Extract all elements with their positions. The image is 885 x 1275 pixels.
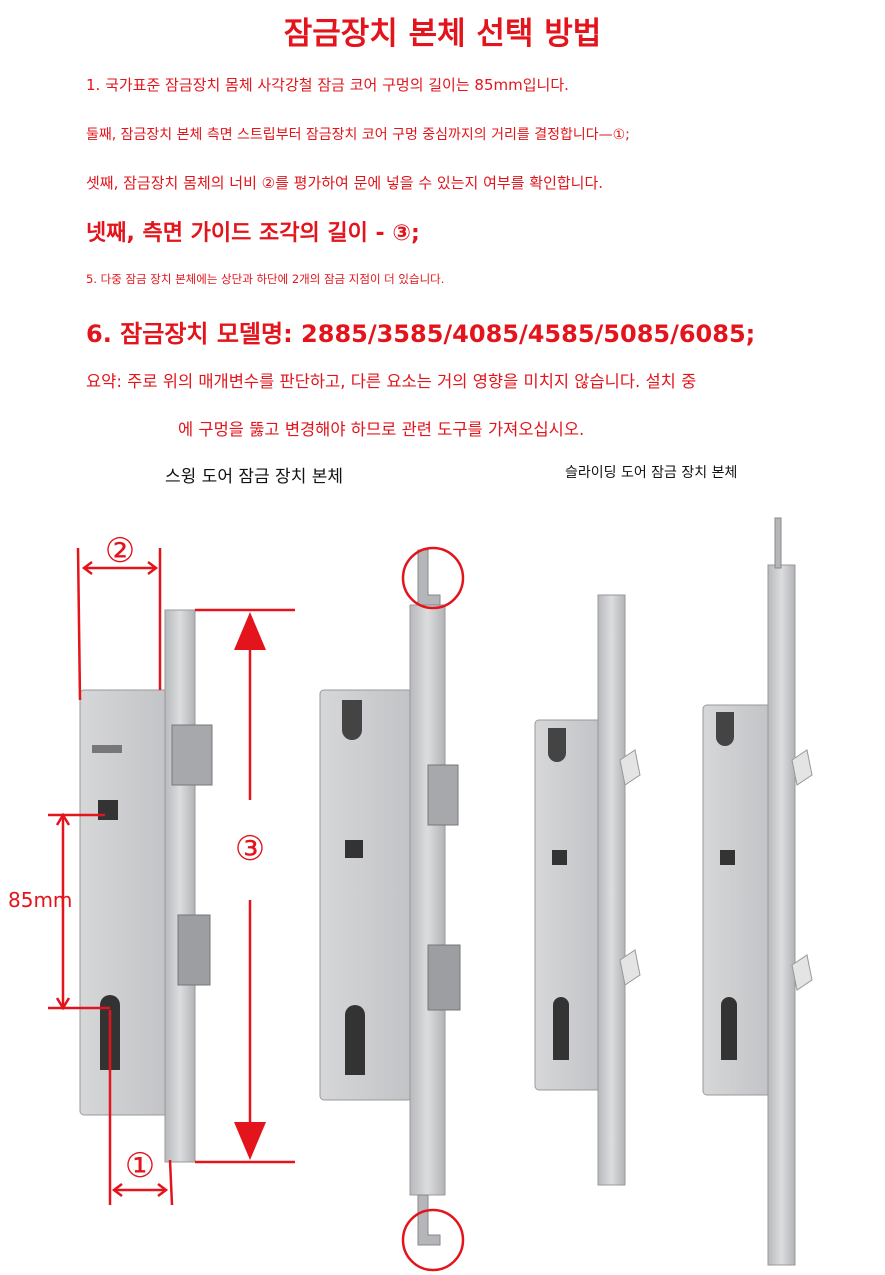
swing-lock-multipoint xyxy=(319,549,461,1246)
width-label: ② xyxy=(105,531,135,571)
info-line-1: 1. 국가표준 잠금장치 몸체 사각강철 잠금 코어 구멍의 길이는 85mm입… xyxy=(86,76,569,94)
info-line-2: 둘째, 잠금장치 본체 측면 스트립부터 잠금장치 코어 구멍 중심까지의 거리… xyxy=(86,127,630,143)
page-title: 잠금장치 본체 선택 방법 xyxy=(283,16,602,52)
sliding-lock-single xyxy=(534,594,641,1186)
info-line-5: 5. 다중 잠금 장치 본체에는 상단과 하단에 2개의 잠금 지점이 더 있습… xyxy=(86,272,445,286)
summary-line-1: 요약: 주로 위의 매개변수를 판단하고, 다른 요소는 거의 영향을 미치지 … xyxy=(86,372,697,391)
summary-line-2: 에 구멍을 뚫고 변경해야 하므로 관련 도구를 가져오십시오. xyxy=(178,420,585,439)
model-names: 6. 잠금장치 모델명: 2885/3585/4085/4585/5085/60… xyxy=(86,320,756,348)
info-line-4: 넷째, 측면 가이드 조각의 길이 - ③; xyxy=(86,221,420,246)
swing-lock-single xyxy=(79,609,213,1163)
dimension-annotations xyxy=(48,546,465,1272)
sliding-lock-multipoint xyxy=(702,517,813,1266)
caption-swing-door: 스윙 도어 잠금 장치 본체 xyxy=(165,467,344,487)
length-label: ③ xyxy=(235,829,265,869)
core-length-label: 85mm xyxy=(8,888,72,912)
caption-sliding-door: 슬라이딩 도어 잠금 장치 본체 xyxy=(565,465,738,481)
backset-label: ① xyxy=(125,1146,155,1186)
info-line-3: 셋째, 잠금장치 몸체의 너비 ②를 평가하여 문에 넣을 수 있는지 여부를 … xyxy=(86,174,604,192)
